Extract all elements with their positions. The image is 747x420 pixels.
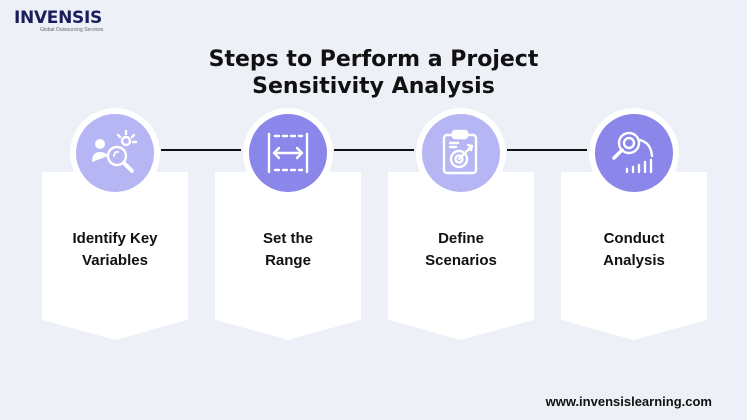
step-label: Set the Range <box>215 228 361 272</box>
title-line-1: Steps to Perform a Project <box>208 47 539 72</box>
step-identify-key-variables: Identify Key Variables <box>42 108 188 340</box>
magnifier-chart-icon <box>612 131 654 174</box>
website-link[interactable]: www.invensislearning.com <box>545 394 712 409</box>
logo-tagline: Global Outsourcing Services <box>40 27 104 33</box>
step-card <box>561 172 707 340</box>
step-label-line-2: Scenarios <box>425 252 497 269</box>
connector-1-2 <box>161 149 241 151</box>
title-line-2: Sensitivity Analysis <box>252 74 495 99</box>
step-label-line-1: Identify Key <box>72 230 158 247</box>
step-card <box>215 172 361 340</box>
step-card <box>42 172 188 340</box>
step-label-line-1: Set the <box>262 230 313 247</box>
step-card <box>388 172 534 340</box>
step-label-line-2: Analysis <box>603 252 665 269</box>
step-define-scenarios: Define Scenarios <box>388 108 534 340</box>
clipboard-target-icon <box>442 129 478 175</box>
invensis-logo: INVENSIS Global Outsourcing Services <box>14 8 124 34</box>
step-label-line-2: Variables <box>82 252 148 269</box>
step-conduct-analysis: Conduct Analysis <box>561 108 707 340</box>
connector-3-4 <box>507 149 587 151</box>
step-label: Identify Key Variables <box>42 228 188 272</box>
icon-circle <box>595 114 673 192</box>
step-set-the-range: Set the Range <box>215 108 361 340</box>
connector-2-3 <box>334 149 414 151</box>
magnifier-person-bulb-icon <box>92 129 138 173</box>
step-label: Conduct Analysis <box>561 228 707 272</box>
logo-wordmark: INVENSIS <box>14 8 102 28</box>
step-label-line-1: Define <box>438 230 484 247</box>
step-label: Define Scenarios <box>388 228 534 272</box>
icon-circle <box>76 114 154 192</box>
page-title: Steps to Perform a Project Sensitivity A… <box>0 46 747 100</box>
step-label-line-1: Conduct <box>603 230 665 247</box>
step-label-line-2: Range <box>265 252 311 269</box>
icon-circle <box>422 114 500 192</box>
range-arrows-icon <box>267 132 309 174</box>
icon-circle <box>249 114 327 192</box>
